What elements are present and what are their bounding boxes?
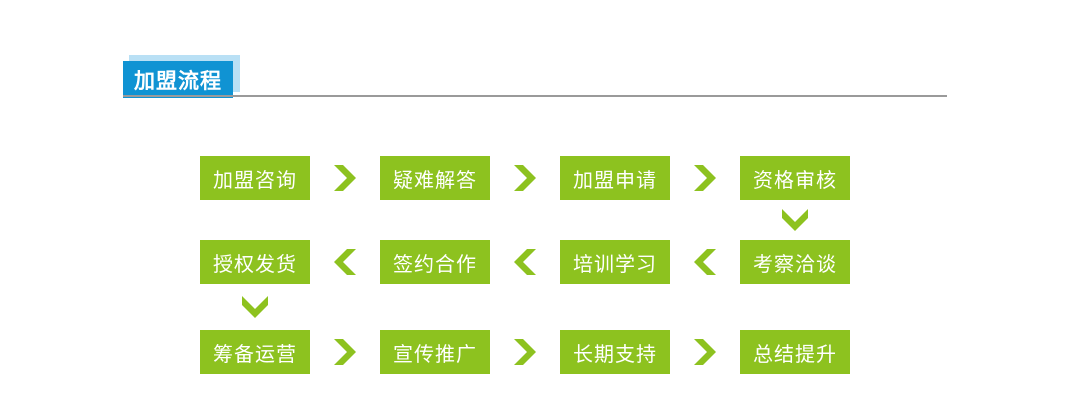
chevron-right-icon xyxy=(670,330,740,374)
flow-step-training: 培训学习 xyxy=(560,240,670,284)
chevron-right-icon xyxy=(670,156,740,200)
flow-step-preparation-operation: 筹备运营 xyxy=(200,330,310,374)
chevron-down-icon xyxy=(200,284,310,330)
flow-step-long-term-support: 长期支持 xyxy=(560,330,670,374)
chevron-left-icon xyxy=(310,240,380,284)
flow-step-authorization-delivery: 授权发货 xyxy=(200,240,310,284)
chevron-right-icon xyxy=(310,156,380,200)
flow-step-consultation: 加盟咨询 xyxy=(200,156,310,200)
flow-step-qa: 疑难解答 xyxy=(380,156,490,200)
chevron-down-icon xyxy=(740,200,850,240)
chevron-left-icon xyxy=(670,240,740,284)
chevron-left-icon xyxy=(490,240,560,284)
flow-step-promotion: 宣传推广 xyxy=(380,330,490,374)
section-title: 加盟流程 xyxy=(123,61,233,98)
chevron-right-icon xyxy=(490,156,560,200)
chevron-right-icon xyxy=(490,330,560,374)
process-flow-diagram: 加盟咨询 疑难解答 加盟申请 资格审核 授权发货 签约合作 培训学习 考察洽谈 xyxy=(200,156,850,374)
flow-step-application: 加盟申请 xyxy=(560,156,670,200)
flow-step-qualification-review: 资格审核 xyxy=(740,156,850,200)
flow-step-inspection-negotiation: 考察洽谈 xyxy=(740,240,850,284)
section-title-badge: 加盟流程 xyxy=(123,55,241,98)
flow-step-contract-signing: 签约合作 xyxy=(380,240,490,284)
header-divider xyxy=(123,95,947,97)
flow-step-summary-improvement: 总结提升 xyxy=(740,330,850,374)
chevron-right-icon xyxy=(310,330,380,374)
